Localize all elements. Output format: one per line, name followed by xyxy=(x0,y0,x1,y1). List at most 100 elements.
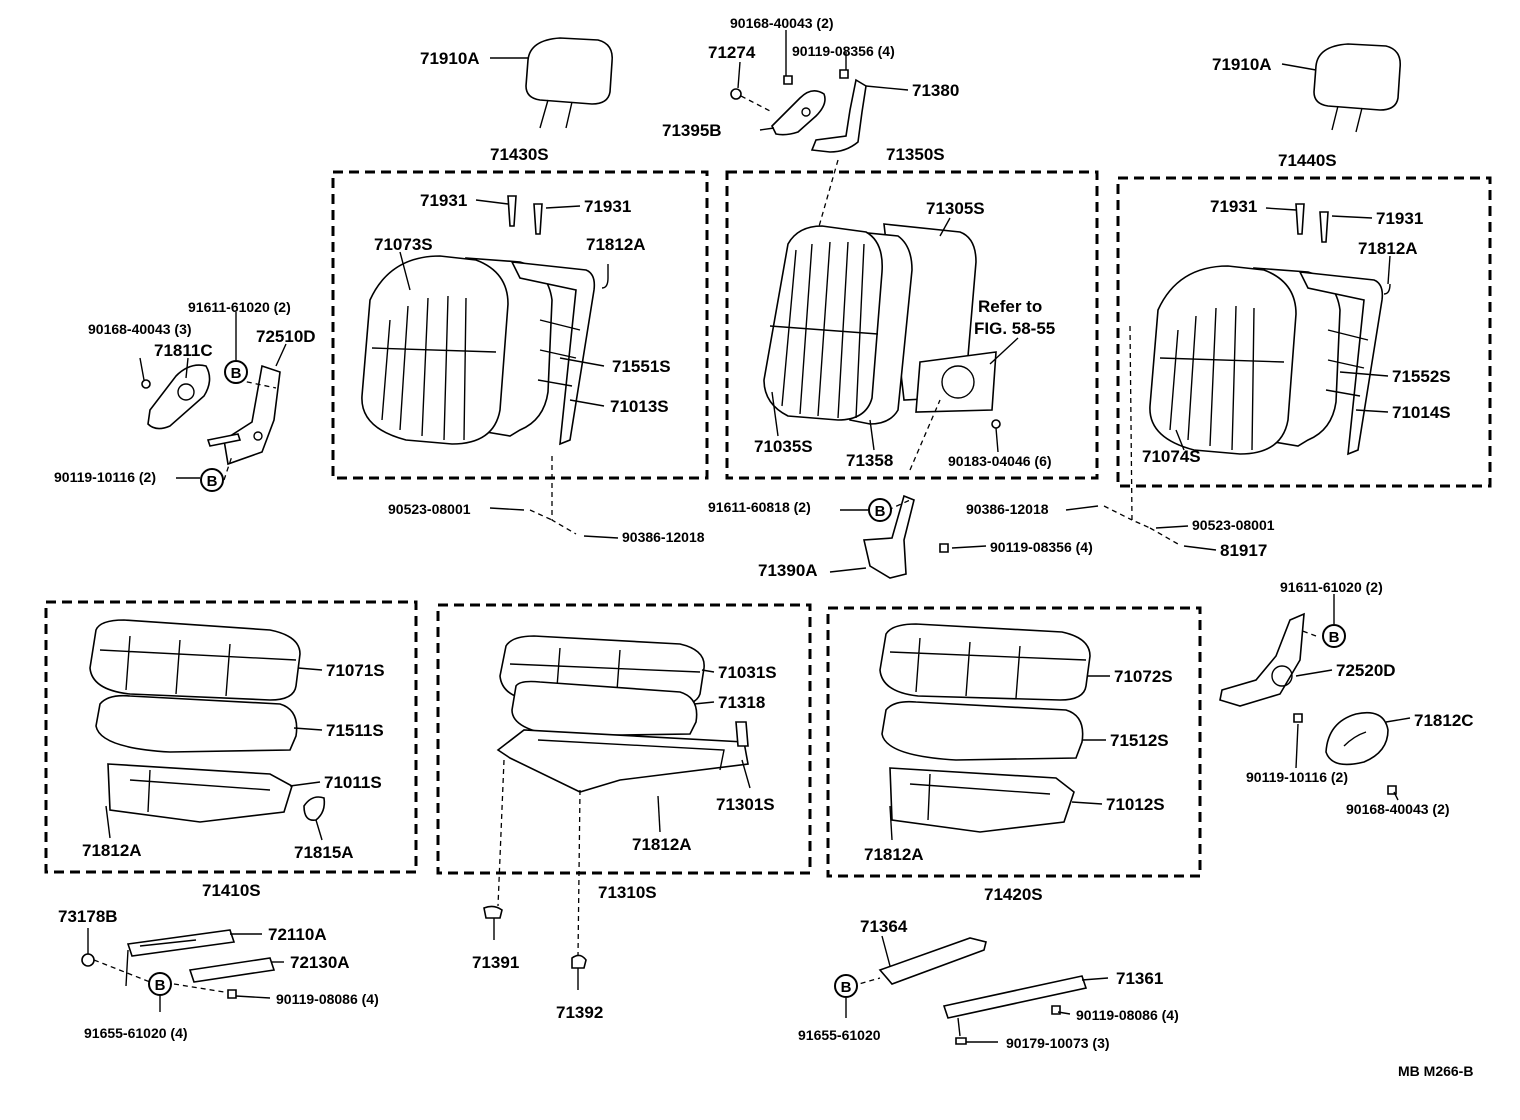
connection-lines xyxy=(223,325,1317,987)
svg-text:B: B xyxy=(207,473,218,490)
label-81917: 81917 xyxy=(1220,541,1267,560)
label-71910A-left: 71910A xyxy=(420,49,480,68)
label-71410S: 71410S xyxy=(202,881,261,900)
seat-cushion-left-drawing xyxy=(89,619,326,823)
label-90119-08356-top: 90119-08356 (4) xyxy=(792,43,895,59)
svg-text:B: B xyxy=(875,503,886,520)
label-90119-08086-left: 90119-08086 (4) xyxy=(276,991,379,1007)
callout-B-1: B xyxy=(224,360,248,384)
bracket-71380-drawing xyxy=(810,69,867,231)
callout-B-4: B xyxy=(1322,624,1346,648)
label-71512S: 71512S xyxy=(1110,731,1169,750)
label-71072S: 71072S xyxy=(1114,667,1173,686)
assembly-box-71420S xyxy=(826,606,1202,878)
label-refer-line2: FIG. 58-55 xyxy=(974,319,1055,338)
label-90386-12018-right: 90386-12018 xyxy=(966,501,1049,517)
label-71012S: 71012S xyxy=(1106,795,1165,814)
label-71420S: 71420S xyxy=(984,885,1043,904)
label-71305S: 71305S xyxy=(926,199,985,218)
svg-text:B: B xyxy=(231,365,242,382)
label-90168-40043-top: 90168-40043 (2) xyxy=(730,15,834,31)
label-71511S: 71511S xyxy=(326,721,384,740)
headrest-left-drawing xyxy=(525,37,614,129)
assembly-box-71430S xyxy=(331,170,709,480)
assembly-box-71410S xyxy=(44,600,418,874)
svg-text:B: B xyxy=(155,977,166,994)
label-91611-60818: 91611-60818 (2) xyxy=(708,499,811,515)
label-71812C: 71812C xyxy=(1414,711,1474,730)
label-71812A-top-right: 71812A xyxy=(1358,239,1418,258)
label-71812A-bottom-right: 71812A xyxy=(864,845,924,864)
label-72130A: 72130A xyxy=(290,953,350,972)
label-71031S: 71031S xyxy=(718,663,777,682)
label-71014S: 71014S xyxy=(1392,403,1451,422)
seatback-left-drawing xyxy=(361,195,609,446)
label-72520D: 72520D xyxy=(1336,661,1396,680)
label-71035S: 71035S xyxy=(754,437,813,456)
rails-left-drawing xyxy=(81,929,276,999)
label-71358: 71358 xyxy=(846,451,893,470)
assembly-box-71440S xyxy=(1116,176,1492,488)
label-90119-08086-right: 90119-08086 (4) xyxy=(1076,1007,1179,1023)
callout-B-2: B xyxy=(200,468,224,492)
label-90386-12018-left: 90386-12018 xyxy=(622,529,705,545)
callout-B-6: B xyxy=(834,974,858,998)
label-91655-61020-4: 91655-61020 (4) xyxy=(84,1025,188,1041)
label-71931-a: 71931 xyxy=(420,191,467,210)
label-71812A-top-left: 71812A xyxy=(586,235,646,254)
label-71011S: 71011S xyxy=(324,773,382,792)
label-71391: 71391 xyxy=(472,953,519,972)
label-90523-08001-right: 90523-08001 xyxy=(1192,517,1275,533)
label-71551S: 71551S xyxy=(612,357,671,376)
label-73178B: 73178B xyxy=(58,907,118,926)
label-71364: 71364 xyxy=(860,917,908,936)
label-91611-61020-right: 91611-61020 (2) xyxy=(1280,579,1383,595)
label-71931-c: 71931 xyxy=(1210,197,1257,216)
label-71073S: 71073S xyxy=(374,235,433,254)
label-71274: 71274 xyxy=(708,43,756,62)
label-71931-b: 71931 xyxy=(584,197,631,216)
label-90119-10116-right: 90119-10116 (2) xyxy=(1246,769,1348,785)
bracket-71390A-drawing xyxy=(863,419,1001,579)
hinge-right-drawing xyxy=(1219,612,1397,795)
label-72510D: 72510D xyxy=(256,327,316,346)
label-71430S: 71430S xyxy=(490,145,549,164)
label-90183-04046: 90183-04046 (6) xyxy=(948,453,1052,469)
label-90168-40043-left: 90168-40043 (3) xyxy=(88,321,192,337)
label-refer-line1: Refer to xyxy=(978,297,1042,316)
rails-right-drawing xyxy=(878,937,1088,1045)
seat-cushion-right-drawing xyxy=(879,623,1091,833)
label-71931-d: 71931 xyxy=(1376,209,1423,228)
label-71395B: 71395B xyxy=(662,121,722,140)
seatback-right-drawing xyxy=(1149,203,1391,456)
label-71812A-bottom-left: 71812A xyxy=(82,841,142,860)
label-71910A-right: 71910A xyxy=(1212,55,1272,74)
label-71013S: 71013S xyxy=(610,397,669,416)
label-71392: 71392 xyxy=(556,1003,603,1022)
clips-center-drawing xyxy=(483,759,587,969)
callout-B-3: B xyxy=(868,498,892,522)
label-71361: 71361 xyxy=(1116,969,1163,988)
label-71552S: 71552S xyxy=(1392,367,1451,386)
callout-B-5: B xyxy=(148,972,172,996)
label-90523-08001-left: 90523-08001 xyxy=(388,501,471,517)
label-71815A: 71815A xyxy=(294,843,354,862)
label-71440S: 71440S xyxy=(1278,151,1337,170)
label-71071S: 71071S xyxy=(326,661,385,680)
bracket-71395B-drawing xyxy=(730,75,826,136)
footer-code: MB M266-B xyxy=(1398,1063,1473,1079)
headrest-right-drawing xyxy=(1313,43,1402,133)
label-71390A: 71390A xyxy=(758,561,818,580)
seat-cushion-center-drawing xyxy=(496,635,749,793)
label-71812A-bottom-mid: 71812A xyxy=(632,835,692,854)
label-90119-10116-left: 90119-10116 (2) xyxy=(54,469,156,485)
label-71811C: 71811C xyxy=(154,341,213,360)
label-71318: 71318 xyxy=(718,693,765,712)
label-71074S: 71074S xyxy=(1142,447,1201,466)
svg-text:B: B xyxy=(1329,629,1340,646)
label-71380: 71380 xyxy=(912,81,959,100)
svg-text:B: B xyxy=(841,979,852,996)
label-91611-61020-left: 91611-61020 (2) xyxy=(188,299,291,315)
label-90168-40043-right: 90168-40043 (2) xyxy=(1346,801,1450,817)
